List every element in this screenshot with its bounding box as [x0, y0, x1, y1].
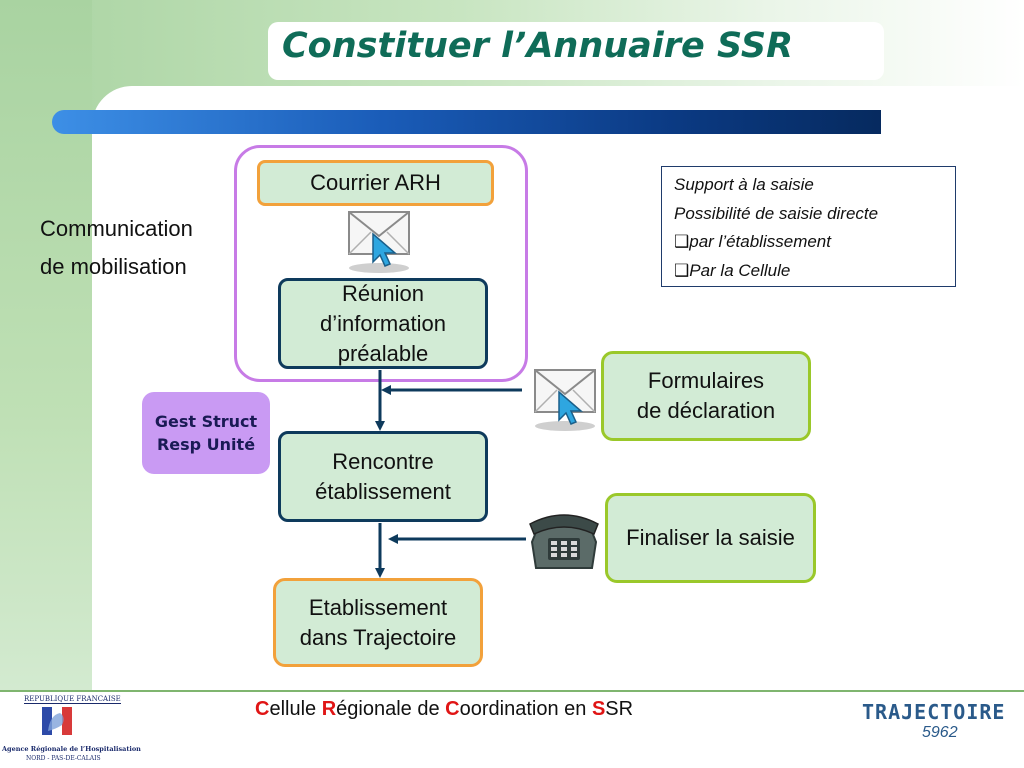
node-reunion: Réunion d’information préalable — [278, 278, 488, 369]
checkbox-bullet-icon: ❑ — [674, 232, 690, 251]
support-bullet-item-1: ❑par l’établissement — [674, 228, 943, 257]
footer-title: Cellule Régionale de Coordination en SSR — [255, 698, 633, 721]
node-reunion-line1: Réunion — [342, 280, 424, 306]
node-reunion-line2: d’information — [320, 310, 446, 336]
node-etablissement-line2: dans Trajectoire — [299, 624, 457, 650]
footer-word-coordination: oordination en — [459, 698, 592, 720]
footer-letter-c2: C — [445, 698, 460, 720]
telephone-icon — [529, 514, 599, 569]
communication-label: Communication de mobilisation — [40, 210, 193, 286]
node-rencontre-line1: Rencontre — [332, 448, 434, 474]
node-finaliser-label: Finaliser la saisie — [626, 525, 795, 550]
footer-divider — [0, 690, 1024, 692]
footer-word-regionale: égionale de — [336, 698, 446, 720]
envelope-cursor-icon — [348, 211, 410, 273]
arh-logo-name: Agence Régionale de l’Hospitalisation — [2, 745, 141, 753]
node-reunion-line3: préalable — [337, 340, 429, 366]
marianne-icon — [42, 707, 72, 735]
node-formulaires-line2: de déclaration — [636, 398, 776, 423]
node-courrier-label: Courrier ARH — [310, 170, 441, 195]
gest-badge-line2: Resp Unité — [156, 435, 256, 454]
title-underline-bar — [52, 110, 881, 134]
support-line4: Par la Cellule — [689, 260, 791, 280]
support-line1: Support à la saisie — [674, 175, 814, 194]
footer-letter-r: R — [321, 698, 337, 720]
node-rencontre-line2: établissement — [315, 478, 451, 504]
gest-struct-badge: Gest Struct Resp Unité — [142, 392, 270, 474]
node-formulaires-line1: Formulaires — [647, 368, 765, 393]
envelope-cursor-icon — [534, 369, 596, 431]
node-finaliser: Finaliser la saisie — [605, 493, 816, 583]
trajectoire-logo-code: 5962 — [922, 724, 958, 741]
footer-letter-s: S — [591, 698, 606, 720]
footer-word-ssr: SR — [605, 698, 634, 720]
arh-logo: REPUBLIQUE FRANCAISE Agence Régionale de… — [2, 693, 141, 767]
node-formulaires: Formulaires de déclaration — [601, 351, 811, 441]
title-panel — [268, 22, 884, 80]
footer-word-cellule: ellule — [269, 698, 322, 720]
node-courrier-arh: Courrier ARH — [257, 160, 494, 206]
arh-logo-republique: REPUBLIQUE FRANCAISE — [24, 695, 121, 704]
trajectoire-logo-word: TRAJECTOIRE — [862, 700, 1006, 724]
support-line3: par l’établissement — [689, 232, 831, 251]
node-etablissement: Etablissement dans Trajectoire — [273, 578, 483, 667]
support-info-box: Support à la saisie Possibilité de saisi… — [661, 166, 956, 287]
checkbox-bullet-icon: ❑ — [674, 260, 690, 280]
node-rencontre: Rencontre établissement — [278, 431, 488, 522]
gest-badge-line1: Gest Struct — [154, 412, 258, 431]
support-bullet-item-2: ❑Par la Cellule — [674, 257, 943, 286]
support-line2: Possibilité de saisie directe — [674, 203, 879, 223]
arh-logo-region: NORD - PAS-DE-CALAIS — [26, 755, 101, 762]
trajectoire-logo: TRAJECTOIRE 5962 — [860, 700, 1010, 746]
footer-letter-c: C — [255, 698, 270, 720]
page-title: Constituer l’Annuaire SSR — [282, 26, 794, 66]
communication-label-line1: Communication — [40, 216, 193, 241]
communication-label-line2: de mobilisation — [40, 254, 187, 279]
node-etablissement-line1: Etablissement — [308, 594, 448, 620]
